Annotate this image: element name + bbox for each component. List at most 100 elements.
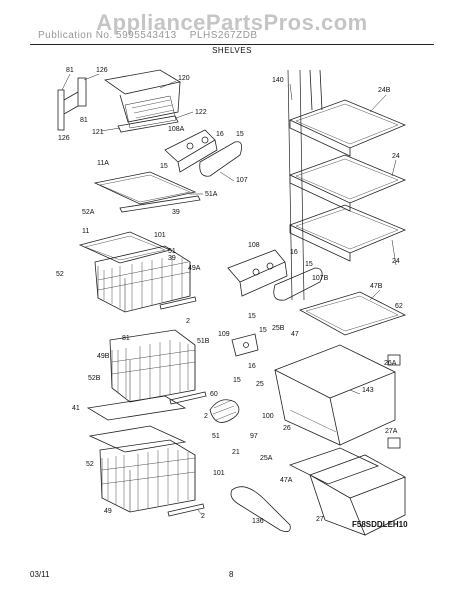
callout-label: 52B xyxy=(88,375,101,382)
callout-label: 97 xyxy=(250,433,258,440)
callout-label: 2 xyxy=(186,318,190,325)
callout-label: 2 xyxy=(204,413,208,420)
callout-labels: 81 126 120 81 126 121 122 108A 16 15 15 … xyxy=(56,67,403,525)
callout-label: 27A xyxy=(385,428,398,435)
header-divider xyxy=(30,44,434,45)
shelf-51-lower xyxy=(88,425,187,453)
frame-140 xyxy=(287,69,323,301)
footer-date: 03/11 xyxy=(30,570,50,579)
callout-label: 24 xyxy=(392,153,400,160)
callout-label: 51 xyxy=(168,248,176,255)
shelf-24-lower xyxy=(288,204,407,262)
bin-108A xyxy=(164,129,218,173)
callout-label: 49A xyxy=(188,265,201,272)
bracket-109 xyxy=(231,333,259,357)
shelf-11 xyxy=(78,231,172,264)
callout-label: 24 xyxy=(392,258,400,265)
callout-label: 52A xyxy=(82,209,95,216)
callout-label: 136 xyxy=(252,518,264,525)
callout-label: 126 xyxy=(58,135,70,142)
bracket-81-126 xyxy=(57,77,87,131)
callout-label: 25 xyxy=(256,381,264,388)
basket-49B xyxy=(109,329,196,403)
callout-label: 15 xyxy=(160,163,168,170)
rail-2-top xyxy=(159,296,197,310)
callout-label: 26A xyxy=(384,360,397,367)
callout-label: 101 xyxy=(213,470,225,477)
shelf-24-upper xyxy=(288,154,407,212)
section-title: SHELVES xyxy=(212,46,252,55)
callout-label: 11 xyxy=(82,228,89,235)
callout-label: 108A xyxy=(168,126,185,133)
callout-label: 25B xyxy=(272,325,285,332)
callout-label: 26 xyxy=(283,425,291,432)
callout-label: 81 xyxy=(80,117,88,124)
rail-2-bottom xyxy=(167,503,205,517)
rail-2-mid xyxy=(169,391,207,405)
callout-label: 16 xyxy=(290,249,298,256)
cover-107B xyxy=(273,267,323,301)
callout-label: 47 xyxy=(291,331,299,338)
leader-lines xyxy=(61,73,397,516)
callout-label: 62 xyxy=(395,303,403,310)
callout-label: 25A xyxy=(260,455,273,462)
publication-number: Publication No. 5995543413 xyxy=(38,30,177,41)
callout-label: 60 xyxy=(210,391,218,398)
callout-label: 27 xyxy=(316,516,324,523)
shelf-11A xyxy=(93,171,201,213)
callout-label: 15 xyxy=(236,131,244,138)
callout-label: 16 xyxy=(248,363,256,370)
callout-label: 21 xyxy=(232,449,240,456)
basket-49A xyxy=(94,245,191,313)
callout-label: 107 xyxy=(236,177,248,184)
handle-136 xyxy=(230,486,291,533)
callout-label: 15 xyxy=(248,313,256,320)
cover-47B xyxy=(298,291,407,336)
drawer-27 xyxy=(309,454,406,536)
callout-label: 47B xyxy=(370,283,383,290)
callout-label: 15 xyxy=(259,327,267,334)
cover-107 xyxy=(199,141,243,177)
callout-label: 108 xyxy=(248,242,260,249)
slide-26A xyxy=(387,354,401,366)
drawing-lines xyxy=(57,69,407,536)
callout-label: 101 xyxy=(154,232,166,239)
spring-97 xyxy=(209,399,240,423)
callout-label: 11A xyxy=(97,160,109,167)
diagram-code: F58SDDLEH10 xyxy=(352,520,408,529)
callout-label: 51A xyxy=(205,191,218,198)
callout-label: 2 xyxy=(201,513,205,520)
slide-27A xyxy=(387,437,401,449)
callout-label: 140 xyxy=(272,77,284,84)
callout-label: 41 xyxy=(72,405,80,412)
callout-label: 16 xyxy=(216,131,224,138)
callout-label: 81 xyxy=(66,67,74,74)
upper-shelf-120 xyxy=(103,69,182,133)
callout-label: 126 xyxy=(96,67,108,74)
plate-41 xyxy=(86,395,187,421)
callout-label: 15 xyxy=(305,261,313,268)
callout-label: 100 xyxy=(262,413,274,420)
drawer-26 xyxy=(274,344,396,446)
footer-page-number: 8 xyxy=(229,570,234,579)
callout-label: 109 xyxy=(218,331,230,338)
basket-49 xyxy=(99,439,196,513)
callout-label: 122 xyxy=(195,109,207,116)
callout-label: 49 xyxy=(104,508,112,515)
callout-label: 52 xyxy=(56,271,64,278)
model-number: PLHS267ZDB xyxy=(189,30,258,41)
callout-label: 39 xyxy=(172,209,180,216)
callout-label: 51 xyxy=(212,433,220,440)
callout-label: 47A xyxy=(280,477,293,484)
callout-label: 39 xyxy=(168,255,176,262)
callout-label: 107B xyxy=(312,275,329,282)
callout-label: 120 xyxy=(178,75,190,82)
callout-label: 51B xyxy=(197,338,210,345)
callout-label: 143 xyxy=(362,387,374,394)
watermark: AppliancePartsPros.com xyxy=(96,10,368,35)
callout-label: 24B xyxy=(378,87,391,94)
callout-label: 121 xyxy=(92,129,104,136)
bin-108 xyxy=(227,249,288,297)
